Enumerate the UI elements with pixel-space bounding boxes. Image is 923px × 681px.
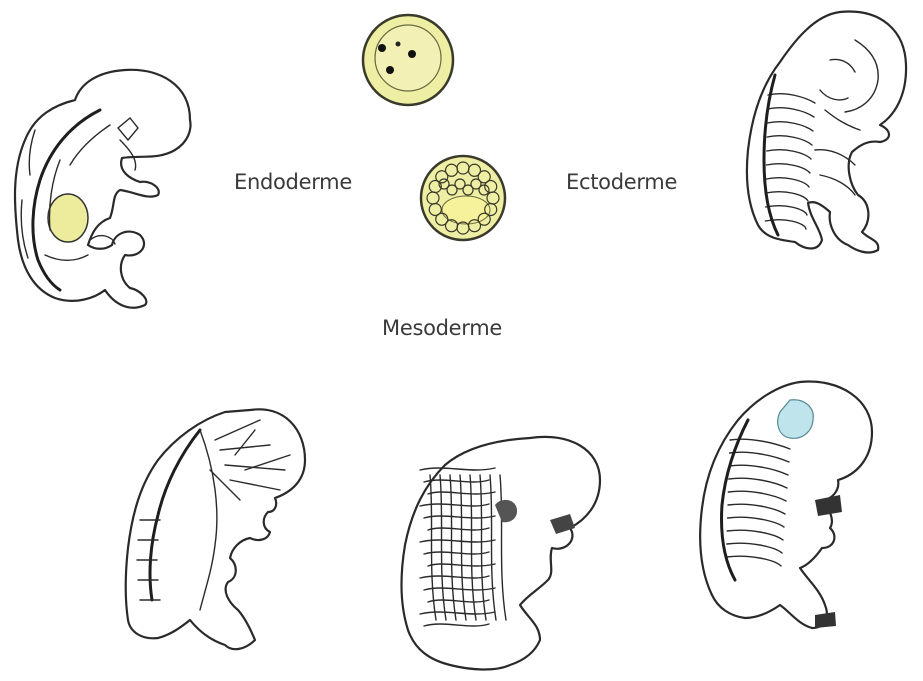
label-endoderm: Endoderme (234, 170, 352, 194)
label-mesoderm: Mesoderme (382, 316, 502, 340)
embryo-endoderm (15, 70, 191, 308)
blastocyst-cell (421, 156, 505, 240)
label-ectoderm: Ectoderme (566, 170, 677, 194)
embryo-muscular (402, 437, 600, 670)
embryo-circulatory (126, 409, 305, 649)
zygote-cell (363, 15, 453, 105)
embryo-skeletal (700, 382, 872, 628)
embryo-ectoderm (747, 12, 906, 253)
